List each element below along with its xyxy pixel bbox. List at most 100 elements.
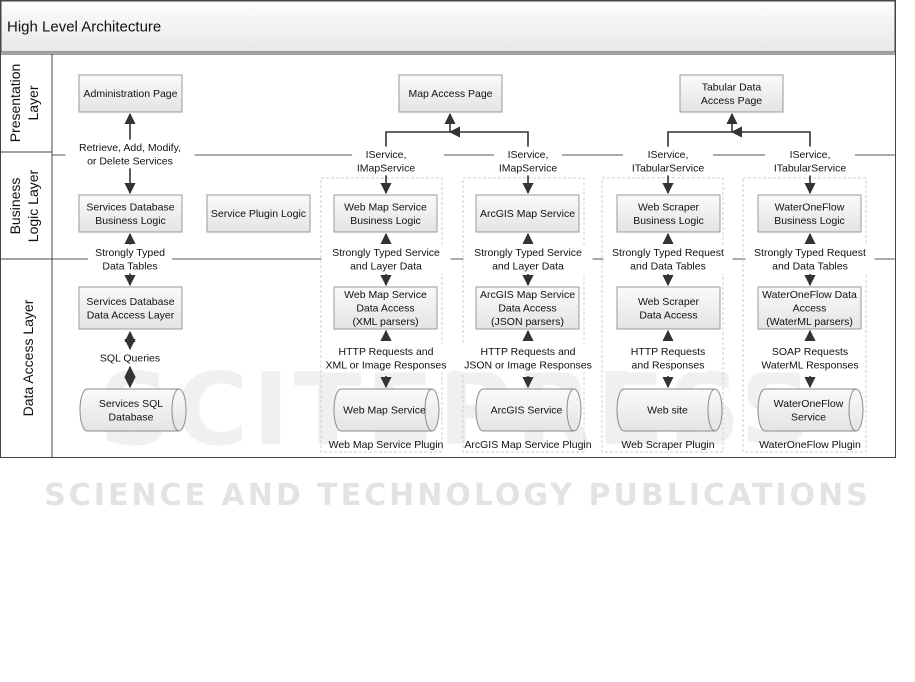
box-shape xyxy=(475,286,580,330)
box-label-line: Data Access xyxy=(356,303,414,315)
layer-business-logic-line: Business xyxy=(7,178,23,235)
store-label-line: ArcGIS Service xyxy=(491,405,563,417)
box-service-plugin-logic: Service Plugin Logic xyxy=(206,194,311,233)
plugin-caption-text: Web Scraper Plugin xyxy=(621,439,714,451)
box-label-line: Data Access xyxy=(498,303,556,315)
box-label: ArcGIS Map Service xyxy=(480,208,575,220)
label-iservice-wms: IService,IMapService xyxy=(352,146,420,176)
store-arcgis-store: ArcGIS Service xyxy=(475,388,582,432)
label-text-line: IService, xyxy=(508,149,549,161)
box-label-line: Web Map Service xyxy=(344,289,427,301)
label-iservice-wof: IService,ITabularService xyxy=(765,146,855,176)
box-shape xyxy=(616,286,721,330)
store-shape xyxy=(757,388,864,432)
store-label-line: WaterOneFlow xyxy=(774,398,844,410)
label-text-line: XML or Image Responses xyxy=(325,359,446,371)
box-label-line: Business Logic xyxy=(95,215,166,227)
box-shape xyxy=(78,286,183,330)
label-text-line: Strongly Typed Service xyxy=(332,247,440,259)
box-map-access-page: Map Access Page xyxy=(398,74,503,113)
store-rim xyxy=(171,388,180,432)
label-bg xyxy=(603,244,733,274)
layer-data-access: Data Access Layer xyxy=(20,299,36,416)
layer-presentation-line: Presentation xyxy=(7,64,23,143)
plugin-caption-text: Web Map Service Plugin xyxy=(329,439,444,451)
box-label-line: (WaterML parsers) xyxy=(766,316,853,328)
arrow-wms-to-mapaccess xyxy=(385,112,456,147)
label-text-line: IMapService xyxy=(357,162,416,174)
label-text: IService,IMapService xyxy=(357,149,416,174)
box-label-line: Tabular Data xyxy=(702,81,762,93)
label-bg xyxy=(321,244,451,274)
box-shape xyxy=(333,286,438,330)
layer-presentation-line: Layer xyxy=(25,85,41,120)
box-shape xyxy=(206,194,311,233)
store-rim xyxy=(566,388,575,432)
plugin-groups xyxy=(320,177,867,453)
diagram-title: High Level Architecture xyxy=(7,18,161,35)
label-text-line: JSON or Image Responses xyxy=(464,359,592,371)
box-shape xyxy=(333,194,438,233)
label-text-line: ITabularService xyxy=(632,162,705,174)
label-bg xyxy=(321,343,451,373)
plugin-caption-wof: WaterOneFlow Plugin xyxy=(759,439,861,451)
box-label-line: WaterOneFlow Data xyxy=(762,289,857,301)
box-label-line: Web Map Service xyxy=(344,201,427,213)
box-shape xyxy=(757,286,862,330)
store-rim xyxy=(848,388,857,432)
layer-data-access-line: Data Access Layer xyxy=(20,299,36,416)
label-text-line: Strongly Typed Request xyxy=(612,247,724,259)
label-text-line: HTTP Requests and xyxy=(481,346,576,358)
box-label-line: (XML parsers) xyxy=(352,316,418,328)
box-shape xyxy=(78,194,183,233)
plugin-caption-text: WaterOneFlow Plugin xyxy=(759,439,861,451)
box-label-line: Web Scraper xyxy=(638,201,700,213)
label-text-line: Data Tables xyxy=(102,260,157,272)
box-shape xyxy=(757,194,862,233)
label-text-line: or Delete Services xyxy=(87,155,173,167)
label-text-line: and Responses xyxy=(632,359,705,371)
label-text-line: HTTP Requests xyxy=(631,346,706,358)
label-bg xyxy=(352,146,420,176)
label-retrieve: Retrieve, Add, Modify,or Delete Services xyxy=(65,139,195,169)
box-label-line: ArcGIS Map Service xyxy=(480,289,575,301)
plugin-group-0 xyxy=(320,177,443,453)
diagram-title-line: High Level Architecture xyxy=(7,18,161,35)
label-bg xyxy=(623,146,713,176)
box-label-line: Web Scraper xyxy=(638,296,700,308)
store-rim xyxy=(707,388,716,432)
label-text-line: Strongly Typed xyxy=(95,247,165,259)
box-label-line: Data Access Layer xyxy=(87,309,175,321)
label-bg xyxy=(765,146,855,176)
label-bg xyxy=(628,343,708,373)
box-shape xyxy=(78,74,183,113)
plugin-caption-text: ArcGIS Map Service Plugin xyxy=(464,439,591,451)
